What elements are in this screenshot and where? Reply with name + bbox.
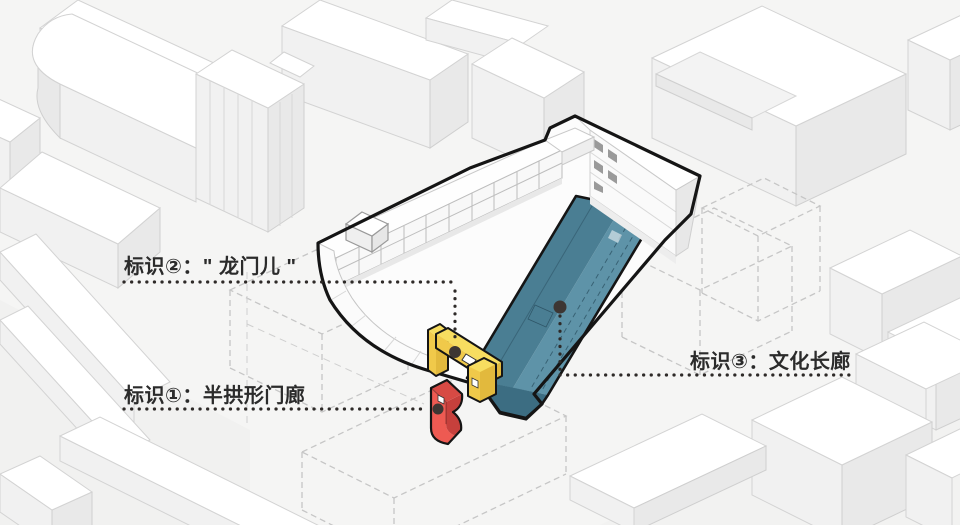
label-dragon-gate: 标识②：" 龙门儿 " (124, 254, 297, 278)
portico-front-face (431, 388, 456, 444)
dragon-gate (427, 323, 503, 403)
portico-top-face (431, 380, 462, 402)
portico-notch (437, 394, 445, 405)
ghost-buildings (228, 177, 822, 525)
corridor-details (486, 205, 647, 393)
corridor-front-face (467, 196, 622, 388)
label-portico: 标识①：半拱形门廊 (124, 383, 305, 407)
rooftop-box-top (344, 211, 390, 237)
right-building-base (590, 196, 676, 264)
corridor-top-face (513, 206, 657, 395)
anchor-dot-corridor (553, 300, 567, 314)
colonnade-base-shadow (336, 178, 562, 292)
right-building-windows (594, 139, 617, 193)
gate-right-post-side (480, 364, 496, 402)
anchor-dot-gate (449, 346, 461, 358)
colonnade-mullions (335, 161, 563, 275)
gate-left-post-front (428, 330, 436, 376)
tower-facade-ridges (209, 81, 293, 226)
site-outline (316, 114, 702, 421)
street-wall-panels (330, 290, 422, 365)
site-right-building (543, 115, 702, 264)
portico (429, 378, 464, 446)
tower-roof-box (269, 51, 315, 78)
leader-lines (122, 280, 858, 415)
portico-outline (429, 378, 464, 446)
portico-curl-face (446, 394, 463, 436)
anchor-dot-portico (432, 403, 444, 415)
label-culture-corridor: 标识③：文化长廊 (690, 349, 851, 373)
gate-post-notch (471, 377, 479, 389)
bridge-face (561, 136, 595, 166)
